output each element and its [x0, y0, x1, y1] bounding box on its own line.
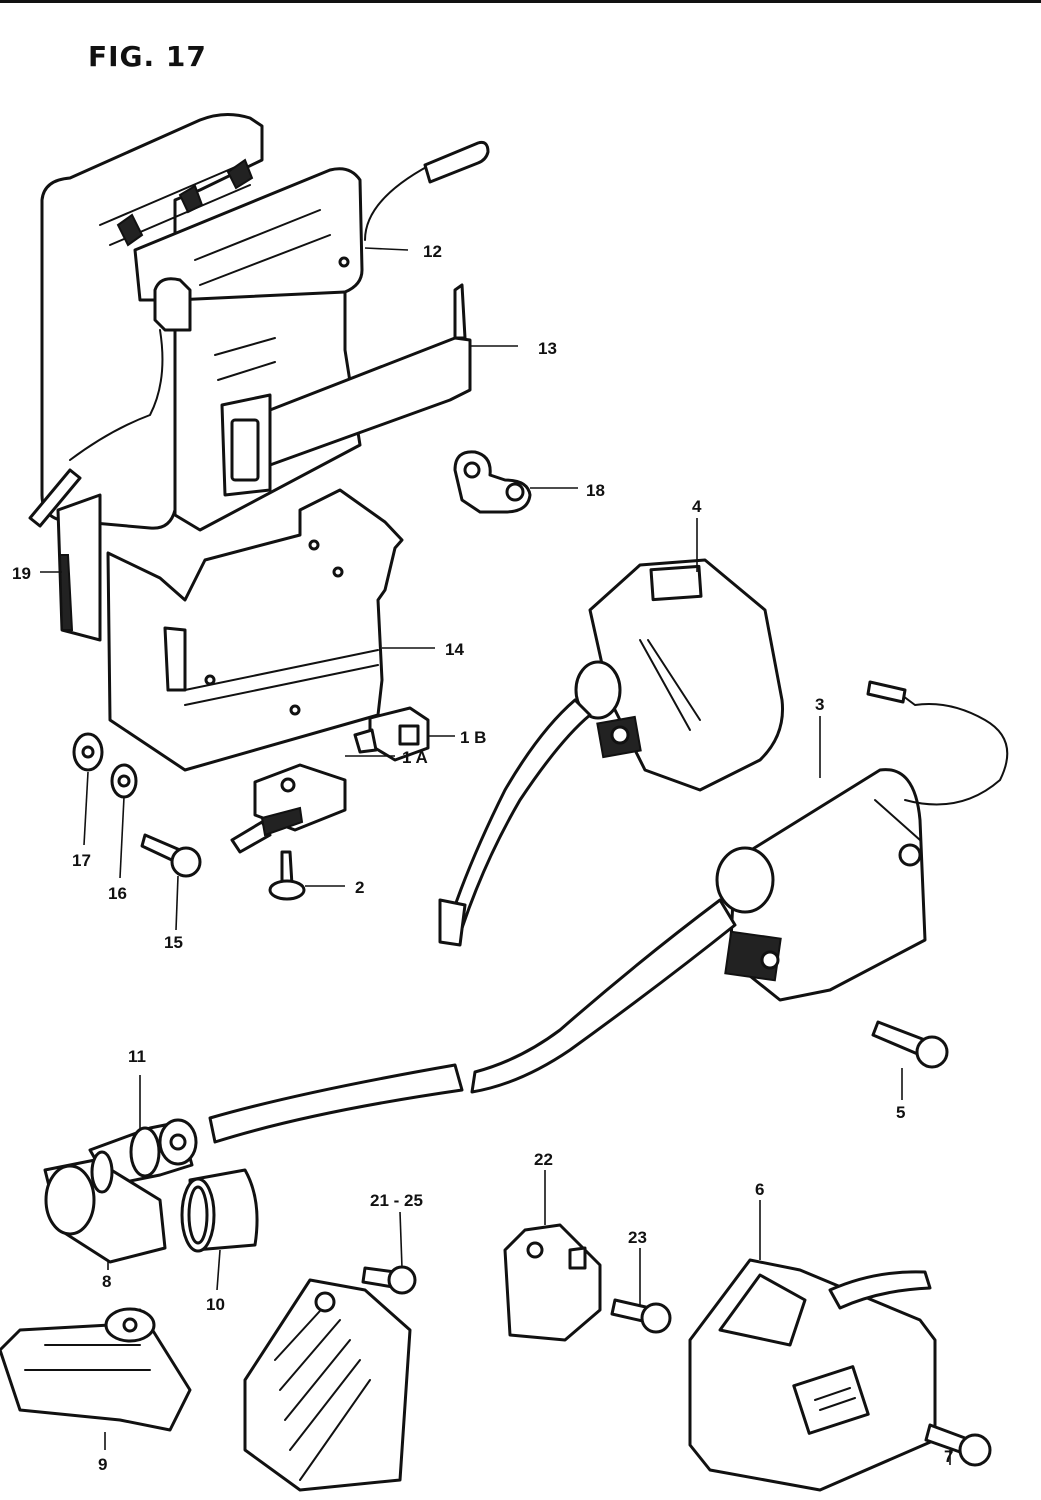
cdi-unit-6 — [688, 1258, 937, 1492]
callout-1a: 1 A — [402, 748, 428, 767]
plug-cap-9 — [0, 1307, 192, 1432]
ignition-coil-4 — [438, 558, 785, 947]
callout-3: 3 — [815, 695, 824, 714]
callout-4: 4 — [692, 497, 702, 516]
callout-labels: 12 13 18 4 19 14 1 B 1 A 3 17 16 15 2 5 … — [12, 242, 953, 1474]
callout-16: 16 — [108, 884, 127, 903]
callout-17: 17 — [72, 851, 91, 870]
callout-14: 14 — [445, 640, 464, 659]
washer-16 — [110, 763, 138, 799]
callout-6: 6 — [755, 1180, 764, 1199]
screw-23 — [610, 1298, 672, 1334]
callout-9: 9 — [98, 1455, 107, 1474]
bolt-15 — [140, 833, 202, 878]
screw-2 — [268, 850, 306, 901]
callout-7: 7 — [944, 1447, 953, 1466]
wire-clamp — [453, 450, 532, 514]
ignition-coil-3 — [470, 680, 1009, 1094]
screw-5 — [871, 1020, 949, 1069]
battery — [28, 113, 490, 532]
relay-1a — [230, 763, 347, 854]
leader-lines — [40, 247, 951, 1465]
top-border-rule — [0, 0, 1041, 3]
figure-title: FIG. 17 — [88, 40, 207, 73]
callout-5: 5 — [896, 1103, 905, 1122]
callout-22: 22 — [534, 1150, 553, 1169]
plug-cap-8 — [43, 1150, 167, 1264]
unit-22 — [503, 1223, 602, 1342]
washer-17 — [72, 732, 104, 772]
relay-1b — [353, 706, 430, 762]
callout-11: 11 — [128, 1047, 146, 1066]
callout-12: 12 — [423, 242, 442, 261]
callout-8: 8 — [102, 1272, 111, 1291]
regulator — [243, 1265, 417, 1492]
callout-21-25: 21 - 25 — [370, 1191, 423, 1210]
callout-13: 13 — [538, 339, 557, 358]
high-tension-lead — [208, 1063, 464, 1144]
screw-7 — [924, 1423, 992, 1467]
callout-23: 23 — [628, 1228, 647, 1247]
callout-10: 10 — [206, 1295, 225, 1314]
callout-2: 2 — [355, 878, 364, 897]
callout-15: 15 — [164, 933, 183, 952]
seal-10 — [180, 1168, 259, 1253]
callout-19: 19 — [12, 564, 31, 583]
callout-18: 18 — [586, 481, 605, 500]
battery-case — [56, 488, 404, 772]
callout-1b: 1 B — [460, 728, 486, 747]
plug-cap-11 — [88, 1118, 198, 1187]
battery-strap — [220, 283, 472, 497]
